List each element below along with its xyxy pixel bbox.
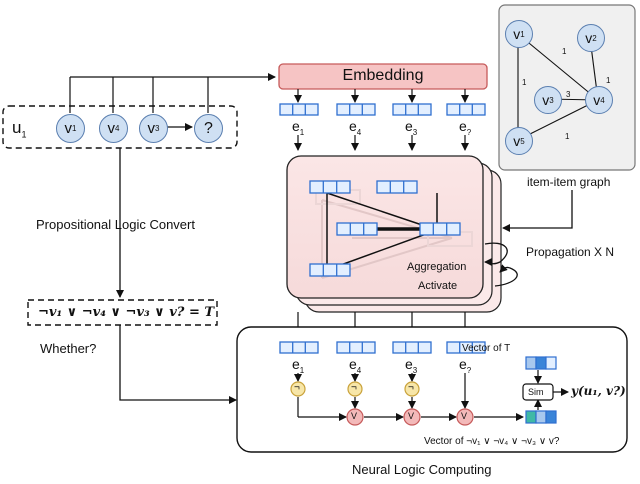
vector-of-formula-label: Vector of ¬v₁ ∨ ¬v₄ ∨ ¬v₃ ∨ v? [424, 436, 560, 447]
user-label: u1 [12, 118, 27, 140]
nlc-title: Neural Logic Computing [352, 462, 492, 477]
activate-label: Activate [418, 280, 458, 292]
vectors-to-gnn [294, 135, 469, 151]
or-nodes [346, 408, 474, 426]
edge-weight: 1 [522, 78, 527, 87]
not-symbol: ¬ [351, 382, 357, 393]
top-e-unknown: e? [459, 118, 472, 137]
bottom-e4: e4 [349, 356, 362, 375]
vector-formula [525, 410, 557, 424]
embedding-label: Embedding [342, 67, 424, 84]
not-symbol: ¬ [294, 382, 300, 393]
edge-weight: 1 [565, 132, 570, 141]
whether-label: Whether? [40, 341, 97, 356]
bottom-e1: e1 [292, 356, 305, 375]
sim-label: Sim [528, 387, 544, 397]
vector-of-t-label: Vector of T [462, 343, 511, 354]
or-symbol: V [408, 411, 415, 421]
bottom-vectors [279, 341, 486, 354]
logic-convert-label: Propositional Logic Convert [36, 217, 195, 232]
nlc-flow [294, 370, 569, 421]
aggregation-label: Aggregation [407, 261, 467, 273]
formula-box [27, 299, 218, 326]
propagation-label: Propagation X N [526, 245, 615, 259]
top-e4: e4 [349, 118, 362, 137]
propagation-loops [484, 242, 518, 287]
formula-text: ¬v₁ ∨ ¬v₄ ∨ ¬v₃ ∨ v? = T [38, 305, 215, 320]
edge-weight: 1 [606, 76, 611, 85]
not-nodes [290, 381, 420, 397]
or-symbol: V [351, 411, 358, 421]
sim-box [522, 383, 554, 401]
seq-node-unknown: ? [194, 114, 223, 143]
edge-weight: 3 [566, 90, 571, 99]
formula-to-nlc-arrow [119, 325, 237, 404]
top-vectors [279, 103, 486, 116]
top-e3: e3 [405, 118, 418, 137]
seq-to-embedding-lines [69, 73, 276, 113]
bottom-e3: e3 [405, 356, 418, 375]
embedding-to-vectors [294, 89, 469, 103]
edge-weight: 1 [562, 47, 567, 56]
gnn-vectors [309, 180, 461, 277]
output-label: y(u₁, v?) [571, 384, 626, 398]
bottom-e-unknown: e? [459, 356, 472, 375]
graph-caption: item-item graph [527, 175, 611, 189]
graph-to-gnn-arrow [502, 190, 573, 232]
top-e1: e1 [292, 118, 305, 137]
not-symbol: ¬ [408, 382, 414, 393]
or-symbol: V [461, 411, 468, 421]
embedding-box [278, 63, 488, 90]
vector-t [525, 356, 557, 370]
